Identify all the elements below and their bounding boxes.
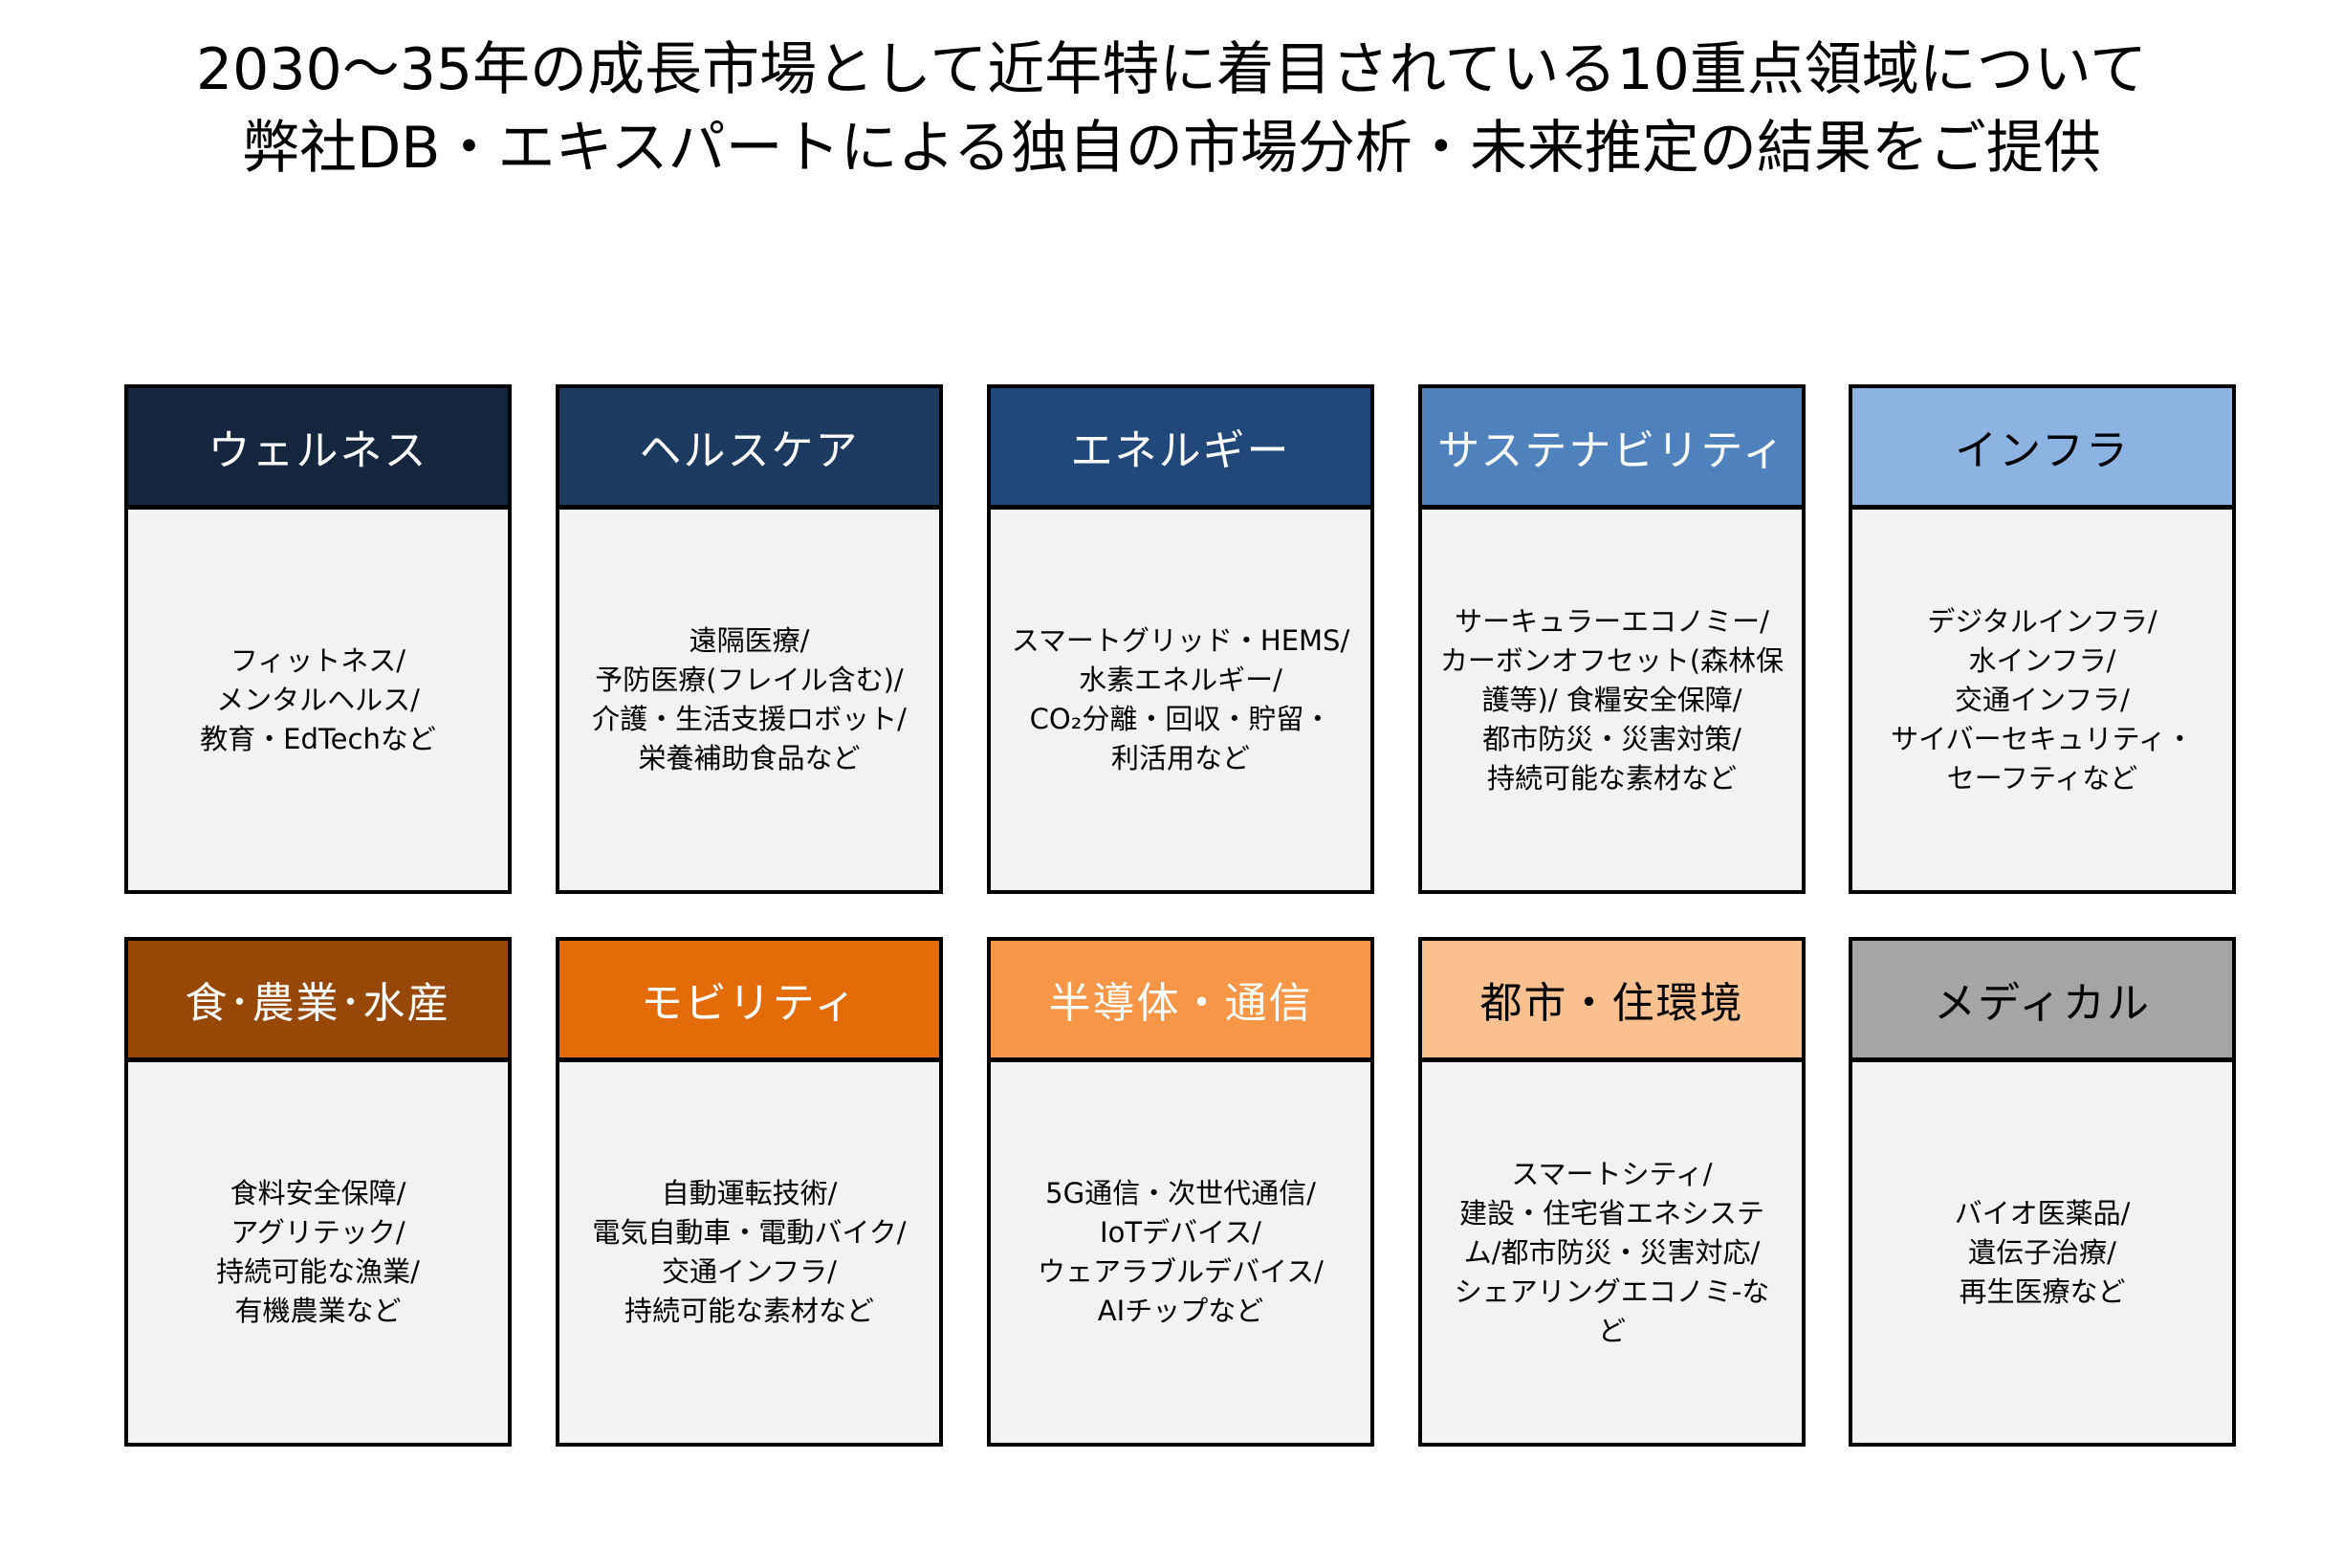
card-medical: メディカルバイオ医薬品/遺伝子治療/再生医療など: [1849, 937, 2236, 1447]
card-body-line: IoTデバイス/: [1100, 1216, 1261, 1249]
card-body: 自動運転技術/電気自動車・電動バイク/交通インフラ/持続可能な素材など: [559, 1062, 939, 1443]
card-body-line: 持続可能な素材など: [624, 1295, 874, 1327]
card-body-line: メンタルヘルス/: [216, 683, 420, 716]
card-header: メディカル: [1852, 941, 2232, 1062]
card-body-line: 交通インフラ/: [662, 1255, 837, 1288]
card-body-line: アグリテック/: [230, 1216, 405, 1249]
card-body-line: スマートグリッド・HEMS/: [1011, 624, 1350, 657]
card-body-line: 遺伝子治療/: [1968, 1235, 2116, 1269]
card-header: インフラ: [1852, 388, 2232, 510]
card-body-line: フィットネス/: [230, 643, 406, 677]
card-body: 食料安全保障/アグリテック/持続可能な漁業/有機農業など: [128, 1062, 508, 1443]
card-body-line: 水素エネルギー/: [1079, 664, 1282, 696]
card-body-line: 遠隔医療/: [689, 624, 810, 657]
card-energy: エネルギースマートグリッド・HEMS/水素エネルギー/CO₂分離・回収・貯留・利…: [987, 384, 1374, 894]
card-body-line: 利活用など: [1110, 742, 1250, 774]
card-body-line: ム/都市防災・災害対応/: [1463, 1235, 1761, 1269]
card-body-line: シェアリングエコノミ-な: [1454, 1274, 1770, 1308]
card-body: フィットネス/メンタルヘルス/教育・EdTechなど: [128, 510, 508, 890]
card-body-line: 水インフラ/: [1968, 643, 2116, 677]
card-body-line: 交通インフラ/: [1955, 683, 2130, 716]
card-body-line: 護等)/ 食糧安全保障/: [1481, 683, 1742, 716]
card-body-line: 教育・EdTechなど: [200, 722, 436, 755]
card-wellness: ウェルネスフィットネス/メンタルヘルス/教育・EdTechなど: [124, 384, 512, 894]
card-header: サステナビリティ: [1422, 388, 1802, 510]
card-header: ウェルネス: [128, 388, 508, 510]
card-body-line: 自動運転技術/: [661, 1177, 838, 1209]
card-header: 半導体・通信: [991, 941, 1370, 1062]
title-line-1: 2030〜35年の成長市場として近年特に着目されている10重点領域について: [196, 36, 2147, 103]
card-body: 5G通信・次世代通信/IoTデバイス/ウェアラブルデバイス/AIチップなど: [991, 1062, 1370, 1443]
card-body-line: バイオ医薬品/: [1954, 1196, 2131, 1230]
card-body-line: 5G通信・次世代通信/: [1045, 1177, 1316, 1209]
title-line-2: 弊社DB・エキスパートによる独自の市場分析・未来推定の結果をご提供: [242, 115, 2101, 182]
card-body: スマートグリッド・HEMS/水素エネルギー/CO₂分離・回収・貯留・利活用など: [991, 510, 1370, 890]
card-body-line: ウェアラブルデバイス/: [1038, 1255, 1324, 1288]
card-body: スマートシティ/建設・住宅省エネシステム/都市防災・災害対応/シェアリングエコノ…: [1422, 1062, 1802, 1443]
card-body-line: サイバーセキュリティ・: [1891, 722, 2194, 755]
card-body-line: スマートシティ/: [1511, 1157, 1713, 1190]
card-body-line: サーキュラーエコノミー/: [1455, 604, 1769, 638]
card-body-line: 持続可能な漁業/: [216, 1255, 420, 1288]
card-infrastructure: インフラデジタルインフラ/水インフラ/交通インフラ/サイバーセキュリティ・セーフ…: [1849, 384, 2236, 894]
card-body-line: 再生医療など: [1959, 1274, 2126, 1308]
card-body-line: 電気自動車・電動バイク/: [592, 1216, 907, 1249]
card-header: ヘルスケア: [559, 388, 939, 510]
card-body: デジタルインフラ/水インフラ/交通インフラ/サイバーセキュリティ・セーフティなど: [1852, 510, 2232, 890]
card-body: 遠隔医療/予防医療(フレイル含む)/ 介護・生活支援ロボット/栄養補助食品など: [559, 510, 939, 890]
card-body-line: 食料安全保障/: [230, 1177, 406, 1209]
card-body-line: 栄養補助食品など: [638, 742, 861, 774]
card-body-line: 介護・生活支援ロボット/: [592, 703, 907, 735]
card-body-line: 持続可能な素材など: [1486, 761, 1737, 795]
card-body-line: セーフティなど: [1946, 761, 2138, 795]
card-body-line: AIチップなど: [1097, 1295, 1264, 1327]
card-body: バイオ医薬品/遺伝子治療/再生医療など: [1852, 1062, 2232, 1443]
card-sustainability: サステナビリティサーキュラーエコノミー/カーボンオフセット(森林保護等)/ 食糧…: [1418, 384, 1806, 894]
card-body-line: カーボンオフセット(森林保: [1439, 643, 1785, 677]
card-urban-living: 都市・住環境スマートシティ/建設・住宅省エネシステム/都市防災・災害対応/シェア…: [1418, 937, 1806, 1447]
page-title: 2030〜35年の成長市場として近年特に着目されている10重点領域について 弊社…: [0, 31, 2343, 187]
card-body-line: 建設・住宅省エネシステ: [1458, 1196, 1764, 1230]
card-food-agriculture-fisheries: 食･農業･水産食料安全保障/アグリテック/持続可能な漁業/有機農業など: [124, 937, 512, 1447]
card-mobility: モビリティ自動運転技術/電気自動車・電動バイク/交通インフラ/持続可能な素材など: [556, 937, 943, 1447]
card-body-line: 予防医療(フレイル含む)/: [595, 664, 904, 696]
card-body-line: デジタルインフラ/: [1927, 604, 2157, 638]
card-body-line: CO₂分離・回収・貯留・: [1029, 703, 1332, 735]
card-header: エネルギー: [991, 388, 1370, 510]
card-healthcare: ヘルスケア遠隔医療/予防医療(フレイル含む)/ 介護・生活支援ロボット/栄養補助食…: [556, 384, 943, 894]
card-header: モビリティ: [559, 941, 939, 1062]
card-body-line: ど: [1597, 1314, 1626, 1347]
card-body-line: 有機農業など: [234, 1295, 402, 1327]
card-body: サーキュラーエコノミー/カーボンオフセット(森林保護等)/ 食糧安全保障/都市防…: [1422, 510, 1802, 890]
card-header: 都市・住環境: [1422, 941, 1802, 1062]
card-body-line: 都市防災・災害対策/: [1482, 722, 1741, 755]
card-header: 食･農業･水産: [128, 941, 508, 1062]
